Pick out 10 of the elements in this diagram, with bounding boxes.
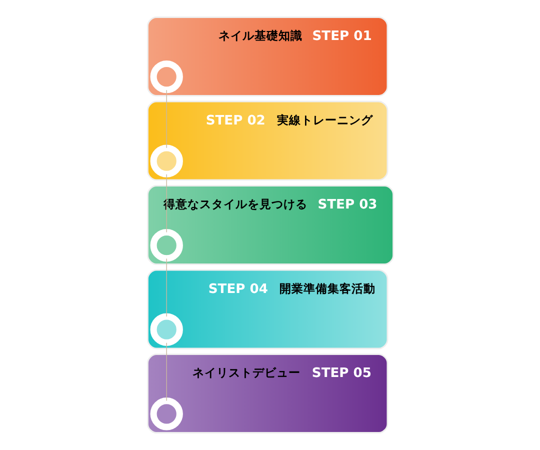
node-circle — [150, 229, 182, 262]
cluster: 得意なスタイルを見つける STEP 03 — [146, 185, 394, 265]
cluster: STEP 04 開業準備集客活動 — [146, 269, 388, 350]
cluster: ネイリストデビュー STEP 05 — [146, 354, 388, 434]
node-circle — [150, 144, 182, 178]
node-circle — [150, 313, 182, 346]
cluster: STEP 02 実線トレーニング — [146, 100, 388, 181]
node-circle — [150, 398, 182, 430]
cluster: ネイル基礎知識 STEP 01 — [146, 16, 388, 96]
node-circle — [150, 60, 182, 94]
